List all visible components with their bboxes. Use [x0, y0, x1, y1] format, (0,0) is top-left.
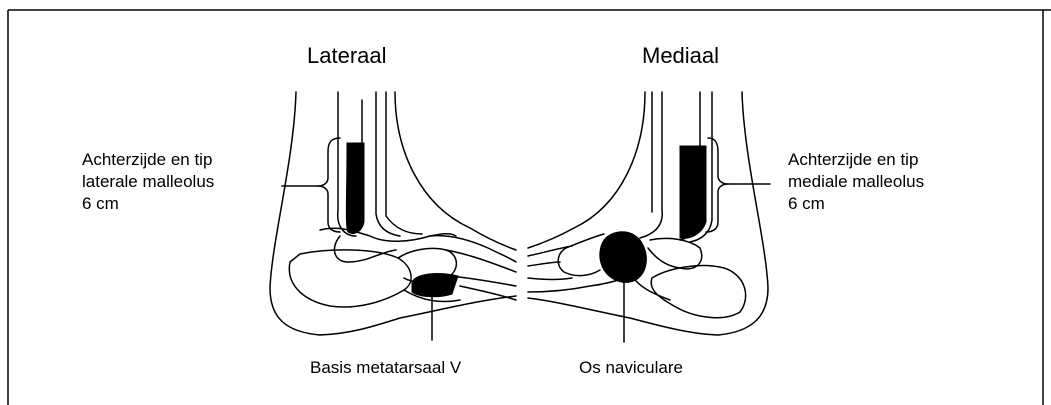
metatarsal-base-region — [412, 274, 458, 297]
lateral-foot-drawing — [270, 92, 516, 340]
lateral-malleolus-label: Achterzijde en tip laterale malleolus 6 … — [82, 149, 214, 215]
metatarsal-label: Basis metatarsaal V — [310, 357, 461, 379]
medial-highlight-regions — [600, 146, 706, 282]
lateral-title: Lateraal — [307, 42, 387, 71]
navicular-label: Os naviculare — [579, 357, 683, 379]
medial-malleolus-label: Achterzijde en tip mediale malleolus 6 c… — [788, 149, 924, 215]
lateral-malleolus-region — [346, 143, 364, 234]
lateral-highlight-regions — [346, 143, 458, 297]
medial-title: Mediaal — [642, 42, 719, 71]
medial-malleolus-region — [680, 146, 706, 238]
navicular-region — [600, 232, 647, 283]
medial-foot-drawing — [528, 92, 770, 342]
